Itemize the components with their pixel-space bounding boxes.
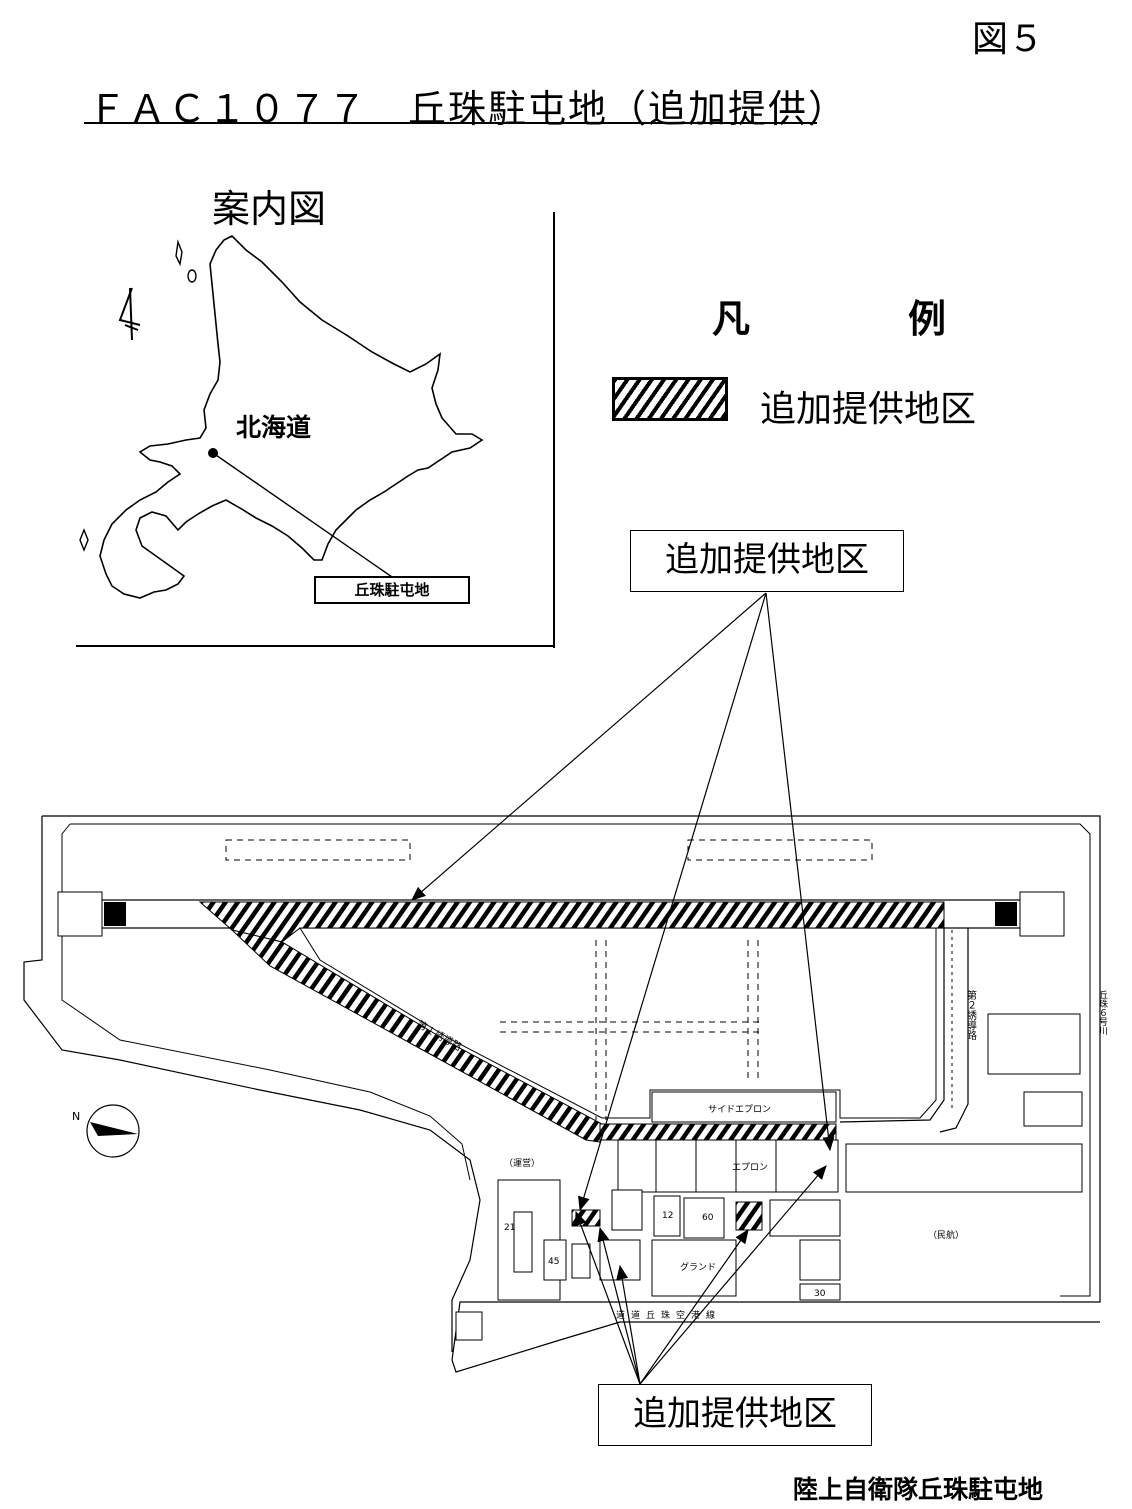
figure-number: 図５ xyxy=(972,19,1045,60)
hatched-apron-strip xyxy=(599,1123,837,1141)
base-boundary xyxy=(23,815,1101,1373)
north-arrow-icon xyxy=(118,287,141,341)
okushiri-island xyxy=(79,528,89,552)
river-label: 丘珠６号川 xyxy=(1097,990,1108,1035)
building-number: 45 xyxy=(548,1257,559,1267)
north-compass-icon: N xyxy=(72,1104,140,1158)
callout-additional-area-top: 追加提供地区 xyxy=(630,530,904,592)
hatched-building-block xyxy=(735,1201,763,1231)
building-number: 12 xyxy=(662,1211,673,1221)
taxiway-2-label: 第２誘導路 xyxy=(965,989,977,1041)
building-number: 21 xyxy=(504,1223,515,1233)
rishiri-island xyxy=(175,239,183,267)
apron-buildings xyxy=(617,1013,1083,1193)
footer-organization: 陸上自衛隊丘珠駐屯地 xyxy=(793,1475,1044,1504)
inner-field-outline xyxy=(299,927,937,1119)
hatched-runway-area xyxy=(198,901,945,943)
civil-aviation-label: （民航） xyxy=(928,1229,964,1241)
inset-frame-right xyxy=(553,212,555,648)
cantonment-buildings xyxy=(455,1179,841,1341)
runway-extension-west xyxy=(57,891,103,937)
runway-extension-east xyxy=(1019,891,1065,937)
hatched-taxiway-1 xyxy=(230,929,603,1143)
location-leader-line xyxy=(212,452,393,578)
callout-leader-lines xyxy=(411,592,835,1385)
taxiway-2 xyxy=(839,928,969,1133)
legend-heading: 凡 例 xyxy=(712,296,1007,341)
title-underline xyxy=(84,122,817,124)
transport-label: （運営） xyxy=(504,1157,540,1169)
legend-hatch-swatch xyxy=(612,377,728,421)
inner-perimeter-road xyxy=(61,823,1091,1297)
hokkaido-outline xyxy=(99,235,484,599)
svg-text:N: N xyxy=(72,1110,80,1123)
callout-additional-area-bottom: 追加提供地区 xyxy=(598,1384,872,1446)
legend-item-label: 追加提供地区 xyxy=(760,389,977,430)
rebun-island xyxy=(187,269,197,283)
inset-frame-bottom xyxy=(76,645,555,647)
ground-label: グランド xyxy=(680,1261,716,1273)
side-apron-label: サイドエプロン xyxy=(708,1104,771,1115)
building-number: 60 xyxy=(702,1213,714,1223)
threshold-west xyxy=(104,902,126,926)
inset-map-title: 案内図 xyxy=(212,187,327,231)
region-label: 北海道 xyxy=(236,413,312,442)
road-label: 道道丘珠空港線 xyxy=(616,1309,721,1321)
threshold-east xyxy=(995,902,1017,926)
apron-label: エプロン xyxy=(732,1162,768,1173)
inset-location-label: 丘珠駐屯地 xyxy=(314,576,470,604)
building-number: 30 xyxy=(814,1289,826,1299)
